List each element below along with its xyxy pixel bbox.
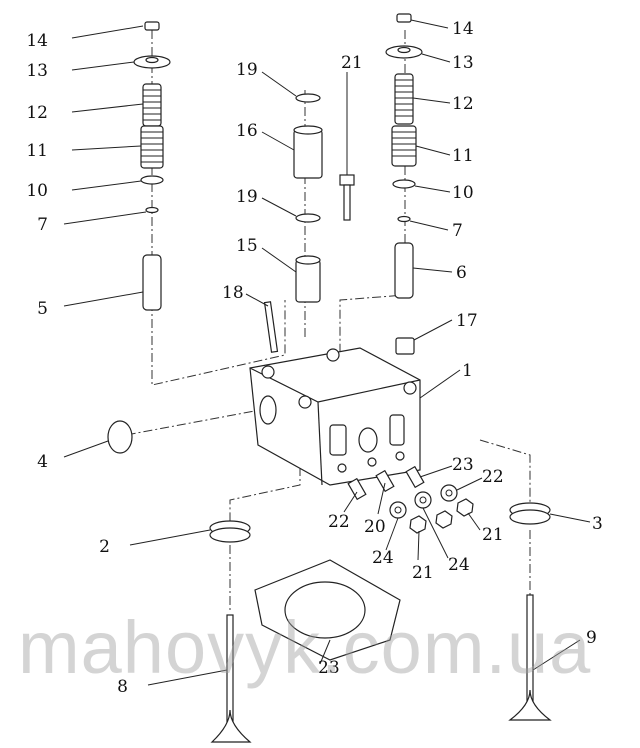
callout-number-13: 13 (26, 61, 48, 81)
callout-number-4: 4 (37, 452, 48, 472)
leader-line (71, 145, 142, 151)
callout-number-9: 9 (586, 628, 597, 648)
callout-number-15: 15 (236, 236, 258, 256)
leader-line (261, 131, 295, 151)
callout-number-11: 11 (452, 146, 474, 166)
leader-line (71, 61, 135, 71)
cylinder-head (249, 347, 421, 486)
leader-line (412, 97, 451, 104)
callout-number-14: 14 (452, 19, 474, 39)
left-valve-train (133, 21, 171, 311)
callout-number-21: 21 (341, 53, 363, 73)
callout-number-1: 1 (462, 361, 473, 381)
callout-number-6: 6 (456, 263, 467, 283)
leader-line (377, 482, 386, 515)
callout-number-23: 23 (318, 658, 340, 678)
leader-line (410, 19, 449, 29)
callout-number-7: 7 (452, 221, 463, 241)
callout-number-11: 11 (26, 141, 48, 161)
leader-line (467, 512, 481, 531)
callouts: 1413121110754281916211915181413121110761… (26, 19, 602, 697)
lower-parts (107, 420, 552, 743)
callout-number-5: 5 (37, 299, 48, 319)
leader-line (421, 53, 451, 63)
right-valve-train (385, 13, 423, 355)
leader-line (319, 639, 331, 665)
leader-line (63, 291, 144, 307)
leader-line (261, 247, 297, 273)
leader-line (63, 211, 147, 225)
callout-number-24: 24 (372, 548, 394, 568)
callout-number-17: 17 (456, 311, 478, 331)
callout-number-22: 22 (482, 467, 504, 487)
leader-line (415, 145, 451, 156)
leader-line (261, 71, 297, 97)
leader-line (385, 517, 399, 551)
leader-line (147, 669, 228, 686)
leader-line (413, 319, 453, 341)
leader-line (532, 639, 581, 671)
leader-line (71, 103, 144, 113)
center-parts (263, 80, 355, 353)
callout-number-10: 10 (452, 183, 474, 203)
leader-line (245, 293, 269, 307)
callout-number-19: 19 (236, 60, 258, 80)
callout-number-18: 18 (222, 283, 244, 303)
leader-line (422, 507, 449, 559)
callout-number-13: 13 (452, 53, 474, 73)
leader-line (412, 267, 453, 273)
leader-line (71, 180, 142, 191)
callout-number-2: 2 (99, 537, 110, 557)
fasteners (347, 465, 474, 534)
callout-number-21: 21 (412, 563, 434, 583)
leader-line (261, 197, 297, 217)
leader-line (417, 530, 420, 561)
leader-line (409, 220, 449, 231)
callout-number-12: 12 (452, 94, 474, 114)
callout-number-23: 23 (452, 455, 474, 475)
callout-number-19: 19 (236, 187, 258, 207)
callout-number-21: 21 (482, 525, 504, 545)
callout-number-12: 12 (26, 103, 48, 123)
callout-number-8: 8 (117, 677, 128, 697)
callout-number-14: 14 (26, 31, 48, 51)
leader-line (63, 440, 109, 458)
leader-line (343, 491, 358, 513)
leader-line (456, 477, 483, 491)
callout-number-7: 7 (37, 215, 48, 235)
callout-number-22: 22 (328, 512, 350, 532)
watermark: mahovyk.com.ua (18, 606, 592, 689)
leader-line (549, 513, 591, 523)
leader-line (414, 185, 451, 193)
leader-line (129, 529, 211, 546)
callout-number-10: 10 (26, 181, 48, 201)
leader-line (419, 465, 453, 478)
callout-number-16: 16 (236, 121, 258, 141)
leader-line (71, 25, 144, 39)
leader-line (419, 369, 461, 399)
callout-number-20: 20 (364, 517, 386, 537)
callout-number-3: 3 (592, 514, 603, 534)
callout-number-24: 24 (448, 555, 470, 575)
